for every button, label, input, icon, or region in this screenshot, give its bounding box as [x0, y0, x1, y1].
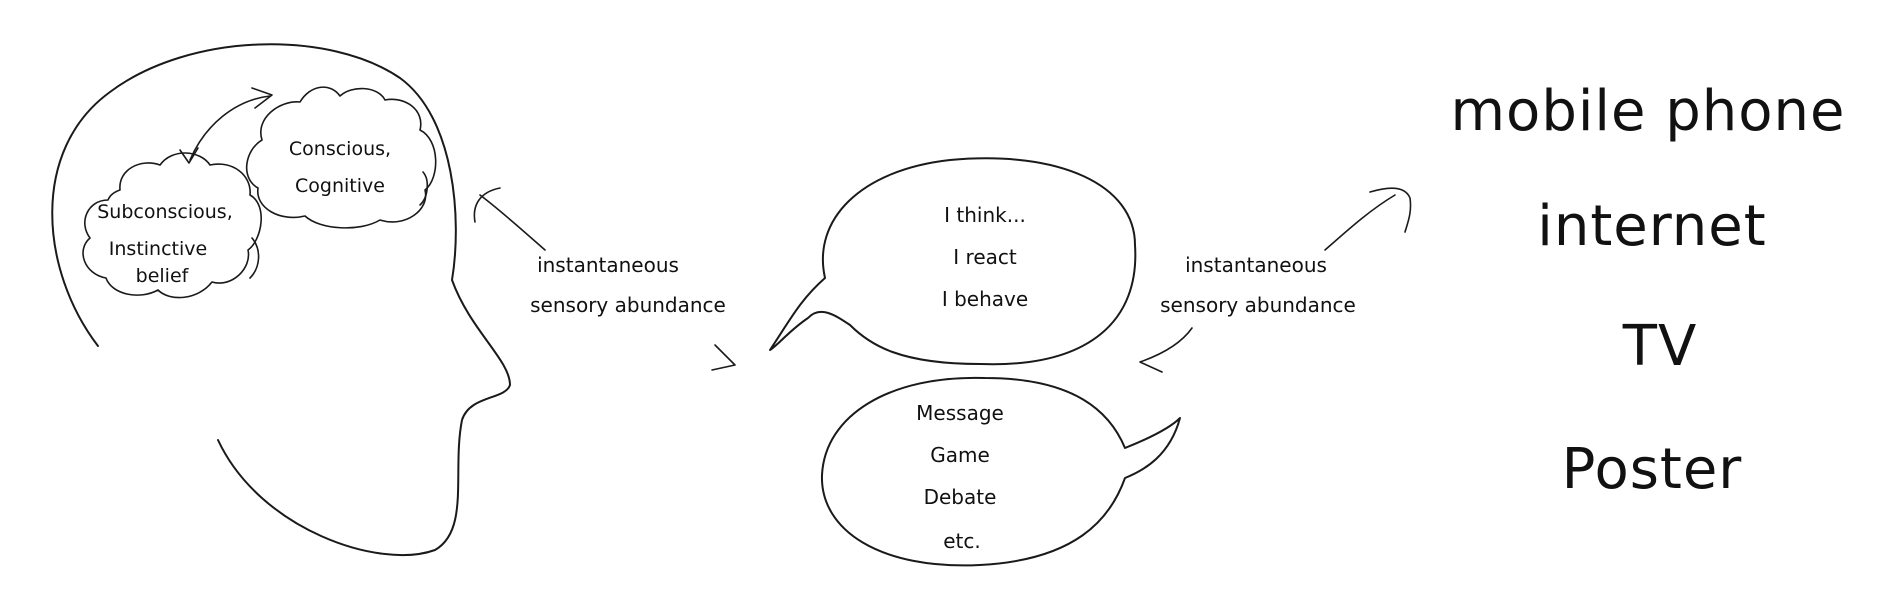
speech-line-4: etc.: [943, 529, 981, 553]
thought-bubble: [769, 157, 1137, 366]
left-arrow-head: [473, 187, 501, 223]
right-arrow-label-line-2: sensory abundance: [1160, 293, 1356, 317]
right-arrow-label-line-1: instantaneous: [1185, 253, 1327, 277]
head-outline: [51, 43, 511, 557]
conscious-label-line-1: Conscious,: [289, 138, 391, 160]
brain-link-curve: [189, 95, 271, 161]
thought-line-2: I react: [953, 245, 1017, 269]
right-arrow-shaft: [1324, 194, 1396, 251]
speech-line-3: Debate: [924, 485, 997, 509]
speech-line-2: Game: [930, 443, 990, 467]
subconscious-cloud-fold: [249, 237, 260, 279]
subconscious-cloud: [82, 152, 262, 299]
brain-link-arrowhead-top: [251, 87, 273, 109]
left-arrow-label-line-1: instantaneous: [537, 253, 679, 277]
conscious-label-line-2: Cognitive: [295, 175, 385, 197]
media-item-mobile-phone: mobile phone: [1451, 79, 1846, 144]
left-arrow-tail: [711, 344, 736, 371]
conscious-cloud: [245, 86, 437, 229]
left-arrow-shaft: [479, 194, 546, 251]
right-arrow-tail: [1139, 327, 1193, 373]
media-item-internet: internet: [1537, 194, 1766, 259]
media-item-tv: TV: [1622, 314, 1698, 379]
right-arrow-head: [1369, 187, 1412, 233]
left-arrow-label-line-2: sensory abundance: [530, 293, 726, 317]
subconscious-label-line-2: Instinctive: [109, 238, 207, 260]
subconscious-label-line-1: Subconscious,: [97, 201, 233, 223]
thought-line-1: I think...: [944, 203, 1026, 227]
brain-link-arrowhead-bottom: [179, 147, 199, 164]
speech-bubble: [820, 376, 1181, 567]
thought-line-3: I behave: [942, 287, 1028, 311]
subconscious-label-line-3: belief: [136, 265, 190, 287]
conscious-cloud-fold: [419, 171, 429, 206]
speech-line-1: Message: [916, 401, 1004, 425]
media-item-poster: Poster: [1562, 437, 1743, 502]
